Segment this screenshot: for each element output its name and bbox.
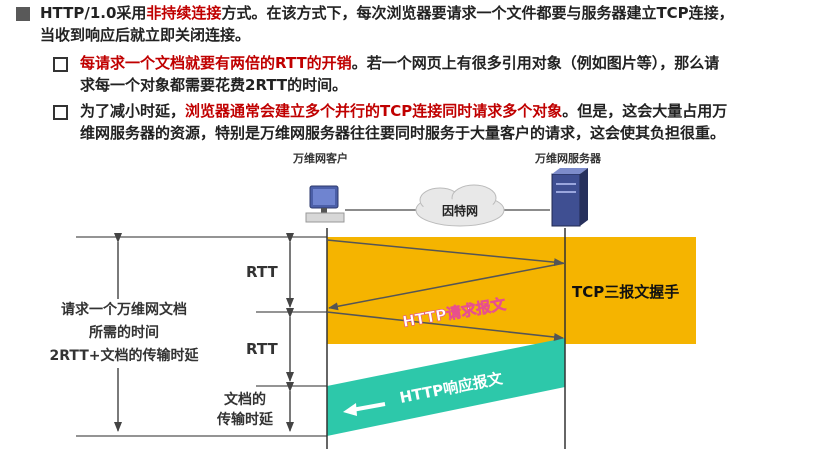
- client-label: 万维网客户: [293, 152, 348, 165]
- response-direction-arrowhead: [343, 403, 357, 416]
- http-response-band: [327, 338, 565, 436]
- ack-request-arrow: [326, 311, 564, 341]
- bullet-paragraph-3: 为了减小时延，浏览器通常会建立多个并行的TCP连接同时请求多个对象。但是，这会大…: [80, 100, 830, 144]
- bullet-1-highlight: 非持续连接: [146, 4, 222, 22]
- tcp-handshake-label: TCP三报文握手: [572, 283, 680, 301]
- bullet-1-text-before: HTTP/1.0采用: [40, 4, 147, 22]
- total-time-line3: 2RTT+文档的传输时延: [24, 345, 224, 368]
- bullet-checkbox-3: [53, 105, 68, 120]
- transfer-delay-label: 文档的 传输时延: [210, 390, 280, 430]
- bullet-checkbox-2: [53, 57, 68, 72]
- server-label: 万维网服务器: [535, 152, 601, 165]
- bullet-2-highlight: 每请求一个文档就要有两倍的RTT的开销: [80, 54, 352, 72]
- transfer-delay-line2: 传输时延: [217, 412, 273, 428]
- transfer-delay-line1: 文档的: [224, 392, 266, 408]
- total-time-line1: 请求一个万维网文档: [24, 299, 224, 322]
- bullet-3-text-after: 。但是，这会大量占用万: [562, 102, 728, 120]
- bullet-2-line2: 求每一个对象都需要花费2RTT的时间。: [80, 76, 348, 94]
- bullet-paragraph-2: 每请求一个文档就要有两倍的RTT的开销。若一个网页上有很多引用对象（例如图片等）…: [80, 52, 830, 96]
- internet-label: 因特网: [442, 204, 479, 218]
- bullet-2-text-after: 。若一个网页上有很多引用对象（例如图片等），那么请: [351, 54, 720, 72]
- total-time-label: 请求一个万维网文档 所需的时间 2RTT+文档的传输时延: [24, 299, 224, 368]
- response-direction-arrow: [351, 402, 386, 412]
- bullet-3-text-before: 为了减小时延，: [80, 102, 186, 120]
- client-computer-icon: [305, 185, 345, 223]
- internet-cloud-icon: [415, 184, 505, 227]
- rtt-2-label: RTT: [246, 340, 278, 358]
- syn-arrow: [326, 239, 564, 267]
- syn-ack-arrow: [328, 262, 566, 311]
- bullet-1-text-after: 方式。在该方式下，每次浏览器要请求一个文件都要与服务器建立TCP连接，: [221, 4, 734, 22]
- total-time-line2: 所需的时间: [24, 322, 224, 345]
- bullet-1-line2: 当收到响应后就立即关闭连接。: [40, 26, 251, 44]
- rtt-1-label: RTT: [246, 263, 278, 281]
- tcp-handshake-band: [327, 237, 696, 344]
- bullet-3-highlight: 浏览器通常会建立多个并行的TCP连接同时请求多个对象: [185, 102, 563, 120]
- server-tower-icon: [551, 168, 588, 227]
- bullet-square-1: [16, 7, 30, 21]
- bullet-3-line2: 维网服务器的资源，特别是万维网服务器往往要同时服务于大量客户的请求，这会使其负担…: [80, 124, 726, 142]
- bullet-paragraph-1: HTTP/1.0采用非持续连接方式。在该方式下，每次浏览器要请求一个文件都要与服…: [40, 2, 830, 46]
